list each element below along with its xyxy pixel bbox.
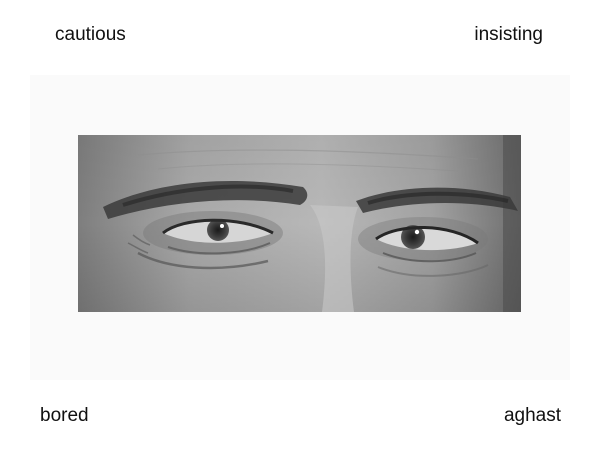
eyes-photo-icon — [78, 135, 521, 312]
choice-bottom-right[interactable]: aghast — [503, 405, 561, 426]
choice-top-right[interactable]: insisting — [474, 24, 543, 45]
choice-top-left[interactable]: cautious — [55, 24, 126, 45]
choice-bottom-left[interactable]: bored — [40, 405, 89, 426]
